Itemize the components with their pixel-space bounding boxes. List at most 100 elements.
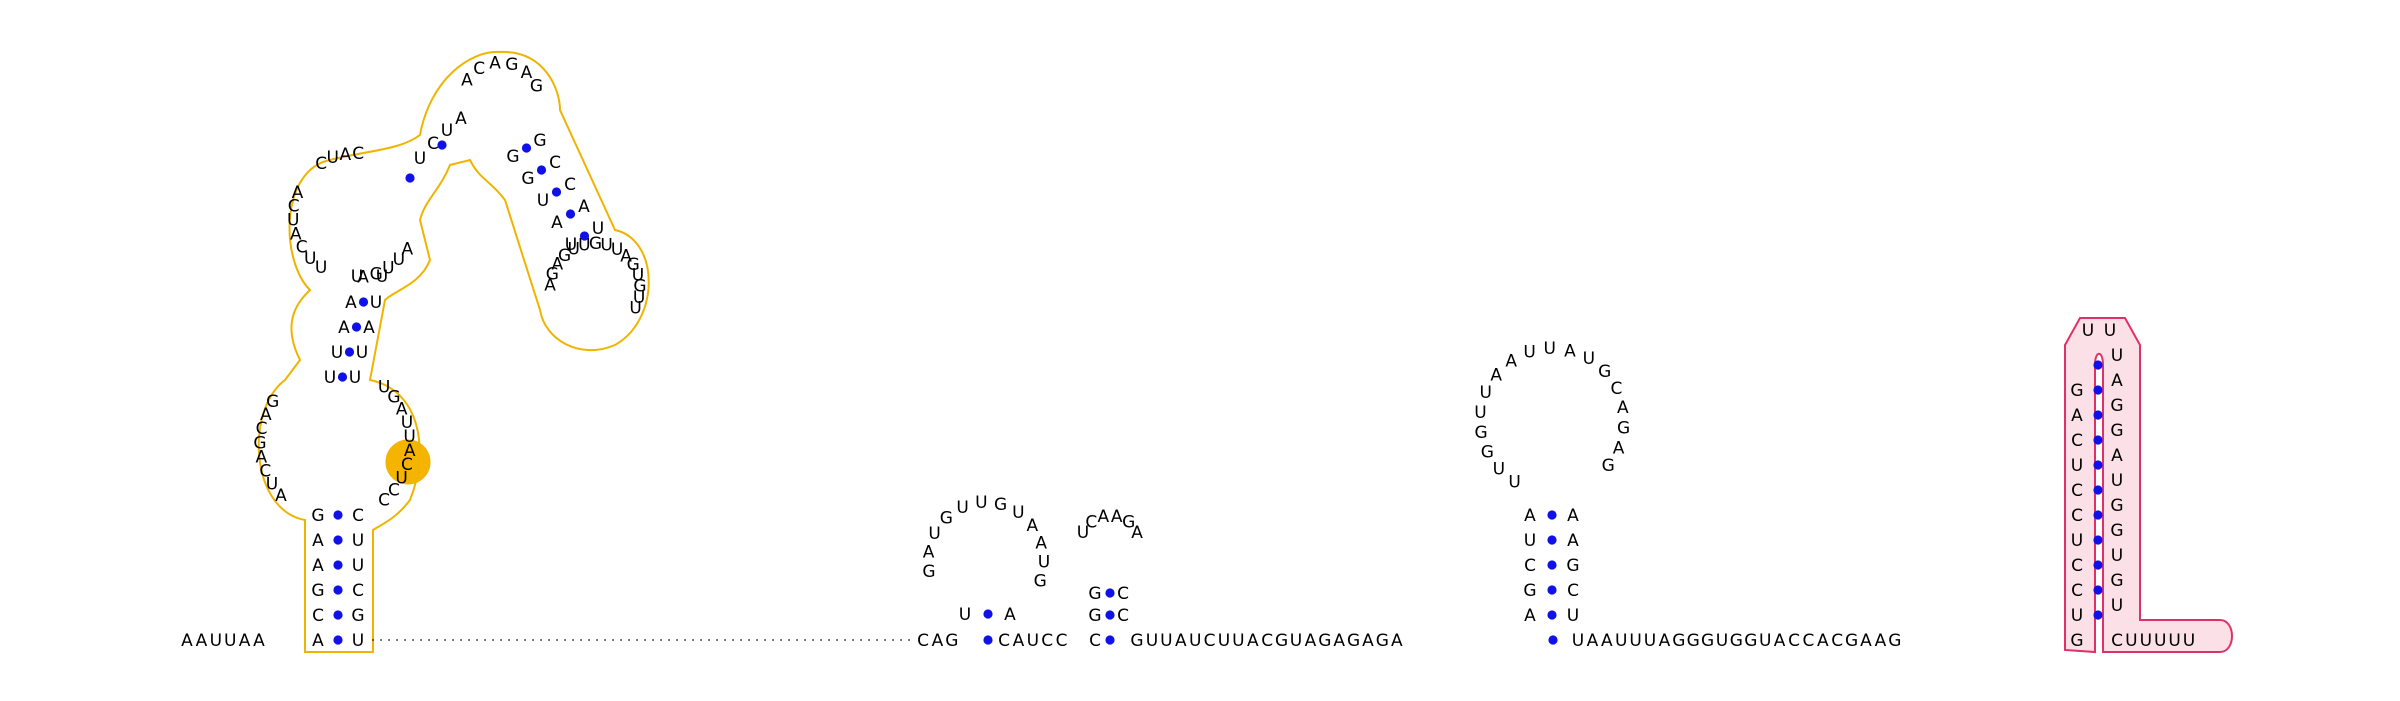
nucleotide-h2-loop: U bbox=[928, 524, 940, 544]
nucleotide-h5-stem: U bbox=[2071, 456, 2083, 476]
nucleotide-tail: A bbox=[1817, 631, 1829, 651]
nucleotide-h1-loop: C bbox=[473, 59, 485, 79]
base-pair-dot bbox=[551, 187, 562, 197]
nucleotide-h4-loop: G bbox=[1602, 456, 1615, 476]
nucleotide-3prime-tail: C bbox=[2111, 631, 2123, 651]
nucleotide-middle: A bbox=[1391, 631, 1403, 651]
base-pair-dot bbox=[983, 635, 993, 645]
nucleotide-h1-loop: A bbox=[489, 53, 501, 73]
nucleotide-h4-stem: A bbox=[1567, 506, 1579, 526]
nucleotide-h2: U bbox=[1027, 631, 1039, 651]
nucleotide-middle: A bbox=[1333, 631, 1345, 651]
nucleotide-h4-stem: A bbox=[1524, 506, 1536, 526]
nucleotide-h1-stem: G bbox=[351, 606, 364, 626]
base-pair-dot bbox=[565, 209, 576, 219]
nucleotide-h1-loop: U bbox=[403, 427, 415, 447]
nucleotide-h4-stem: C bbox=[1524, 556, 1536, 576]
nucleotide-h4-loop: G bbox=[1598, 362, 1611, 382]
nucleotide-tail: G bbox=[1672, 631, 1685, 651]
nucleotide-h1-loop: A bbox=[292, 183, 304, 203]
nucleotide-h1-loop: A bbox=[620, 246, 632, 266]
nucleotide-h2: C bbox=[998, 631, 1010, 651]
nucleotide-h1-loop: G bbox=[253, 433, 266, 453]
nucleotide-tail: U bbox=[1629, 631, 1641, 651]
base-pairs bbox=[333, 140, 2103, 645]
nucleotide-h4-loop: A bbox=[1613, 438, 1625, 458]
nucleotide-h2-loop: A bbox=[1027, 516, 1039, 536]
nucleotide-h1-stem: U bbox=[352, 631, 364, 651]
nucleotide-h1-loop: U bbox=[633, 288, 645, 308]
nucleotide-h1-helix: U bbox=[370, 293, 382, 313]
nucleotide-h2-loop: G bbox=[1034, 572, 1047, 592]
base-pair-dot bbox=[2093, 510, 2103, 520]
nucleotide-h1-loop: U bbox=[611, 240, 623, 260]
nucleotide-h1-loop: U bbox=[568, 239, 580, 259]
nucleotide-h5-stem: A bbox=[2111, 371, 2123, 391]
nucleotide-h1-loop: U bbox=[600, 236, 612, 256]
nucleotide-tail: U bbox=[1759, 631, 1771, 651]
nucleotide-h1-helix: U bbox=[351, 267, 363, 287]
base-pair-dot bbox=[1105, 635, 1115, 645]
base-pair-dot bbox=[437, 140, 447, 150]
base-pair-dot bbox=[521, 143, 532, 153]
base-pair-dot bbox=[983, 609, 993, 619]
nucleotide-h1-loop: A bbox=[551, 254, 563, 274]
nucleotide-h2-loop: G bbox=[922, 562, 935, 582]
nucleotide-h1-loop: U bbox=[632, 265, 644, 285]
nucleotide-3prime-tail: U bbox=[2168, 631, 2180, 651]
nucleotide-h4-stem: A bbox=[1567, 531, 1579, 551]
nucleotide-h1-helix: G bbox=[506, 147, 519, 167]
nucleotide-h1-loop: U bbox=[315, 258, 327, 278]
nucleotide-h4-loop: U bbox=[1474, 403, 1486, 423]
nucleotide-middle: A bbox=[1305, 631, 1317, 651]
base-pair-dot bbox=[333, 510, 343, 520]
nucleotide-h3-loop: G bbox=[1122, 513, 1135, 533]
nucleotide-h1-stem: A bbox=[312, 631, 324, 651]
nucleotide-h3: G bbox=[1088, 584, 1101, 604]
base-pair-dot bbox=[579, 231, 590, 241]
nucleotide-h1-loop: U bbox=[629, 298, 641, 318]
nucleotide-h1-loop: C bbox=[315, 154, 327, 174]
nucleotide-h1-loop: A bbox=[260, 405, 272, 425]
nucleotide-h1-loop: A bbox=[401, 239, 413, 259]
nucleotide-5prime-lead: U bbox=[210, 631, 222, 651]
nucleotide-h1-loop: U bbox=[382, 258, 394, 278]
nucleotide-h3: G bbox=[1088, 606, 1101, 626]
base-pair-dot bbox=[405, 173, 415, 183]
base-pair-dot bbox=[2093, 460, 2103, 470]
nucleotide-h2: C bbox=[1041, 631, 1053, 651]
nucleotide-h3-loop: C bbox=[1085, 513, 1097, 533]
base-pair-dot bbox=[2093, 485, 2103, 495]
nucleotide-h5-stem: C bbox=[2071, 481, 2083, 501]
nucleotide-h1-loop: U bbox=[393, 250, 405, 270]
base-pair-dot bbox=[333, 535, 343, 545]
nucleotide-h4-loop: A bbox=[1490, 365, 1502, 385]
nucleotide-h2: C bbox=[917, 631, 929, 651]
nucleotide-tail: U bbox=[1716, 631, 1728, 651]
base-pair-dot bbox=[1548, 635, 1558, 645]
nucleotide-h1-loop: A bbox=[290, 225, 302, 245]
nucleotide-tail: G bbox=[1888, 631, 1901, 651]
nucleotide-h1-helix: G bbox=[521, 169, 534, 189]
nucleotide-h1-helix: U bbox=[324, 368, 336, 388]
nucleotide-h1-loop: C bbox=[352, 144, 364, 164]
nucleotide-h1-loop: A bbox=[521, 63, 533, 83]
nucleotide-h1-loop: C bbox=[256, 419, 268, 439]
nucleotide-middle: U bbox=[1189, 631, 1201, 651]
nucleotide-h1-loop: A bbox=[255, 448, 267, 468]
nucleotide-tail: A bbox=[1875, 631, 1887, 651]
nucleotide-h1-stem: U bbox=[352, 531, 364, 551]
base-pair-dot bbox=[358, 297, 369, 307]
nucleotide-h5-stem: U bbox=[2111, 346, 2123, 366]
nucleotide-tail: C bbox=[1802, 631, 1814, 651]
nucleotide-h4-loop: G bbox=[1481, 443, 1494, 463]
nucleotide-h1-loop: G bbox=[589, 234, 602, 254]
nucleotide-h3: G bbox=[1130, 631, 1143, 651]
base-pair-dot bbox=[333, 635, 343, 645]
nucleotide-h2-loop: U bbox=[975, 493, 987, 513]
nucleotide-tail: G bbox=[1701, 631, 1714, 651]
nucleotide-h4-stem: A bbox=[1524, 606, 1536, 626]
nucleotide-h1-helix: U bbox=[331, 343, 343, 363]
nucleotide-tail: U bbox=[1615, 631, 1627, 651]
nucleotide-h2: A bbox=[1013, 631, 1025, 651]
